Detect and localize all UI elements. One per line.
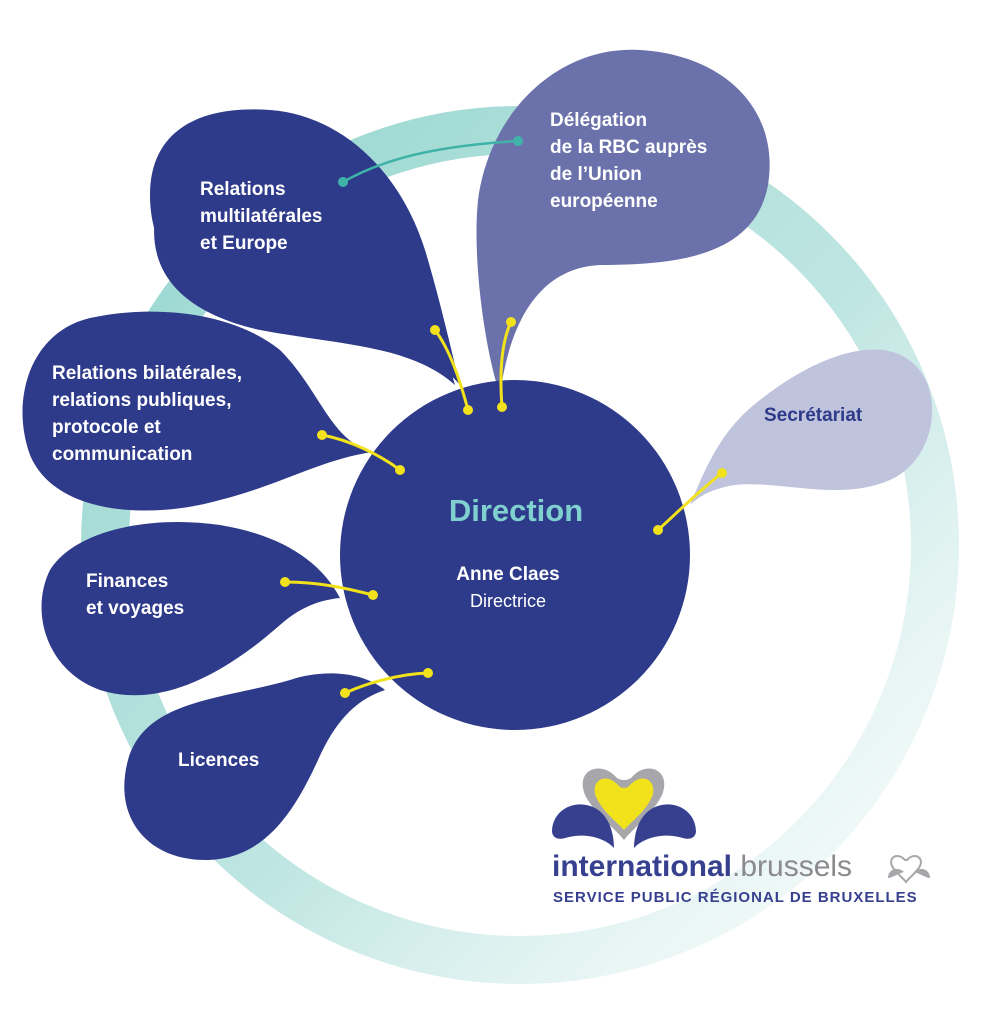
- label-bilateral: Relations bilatérales, relations publiqu…: [52, 363, 247, 465]
- center-role: Directrice: [470, 591, 546, 611]
- brand-name: international.brussels: [552, 850, 852, 883]
- label-delegation: Délégation de la RBC auprès de l’Union e…: [550, 110, 713, 212]
- label-secretariat: Secrétariat: [764, 405, 863, 426]
- connector-delegation: [499, 321, 513, 408]
- connector-licences: [344, 671, 429, 695]
- connector-dots: [280, 317, 727, 698]
- licences-bubble: [124, 673, 386, 860]
- secretariat-bubble: [690, 349, 933, 505]
- brand-small-heart-icon: [888, 855, 930, 884]
- teal-dot-right: [513, 136, 523, 146]
- connectors: [284, 321, 723, 695]
- label-finances: Finances et voyages: [86, 571, 184, 619]
- brand-subtitle: SERVICE PUBLIC RÉGIONAL DE BRUXELLES: [553, 889, 918, 906]
- delegation-bubble: [476, 49, 770, 396]
- brand-logo: [552, 768, 696, 848]
- connector-bilateral: [321, 433, 401, 472]
- logo-heart: [594, 778, 654, 830]
- multilateral-bubble-body: [150, 109, 460, 385]
- label-licences: Licences: [178, 750, 259, 771]
- finances-bubble: [41, 522, 341, 696]
- teal-connector: [342, 139, 519, 184]
- direction-circle: [340, 380, 690, 730]
- center-person: Anne Claes: [456, 564, 559, 585]
- label-multilateral: Relations multilatérales et Europe: [200, 179, 328, 254]
- logo-leaf-right: [634, 804, 696, 848]
- logo-leaf-left: [552, 804, 614, 848]
- connector-secretariat: [656, 471, 723, 532]
- center-title: Direction: [449, 493, 583, 528]
- connector-finances: [284, 580, 374, 597]
- connector-multilateral: [433, 329, 470, 411]
- bilateral-bubble: [22, 311, 372, 511]
- teal-dot-left: [338, 177, 348, 187]
